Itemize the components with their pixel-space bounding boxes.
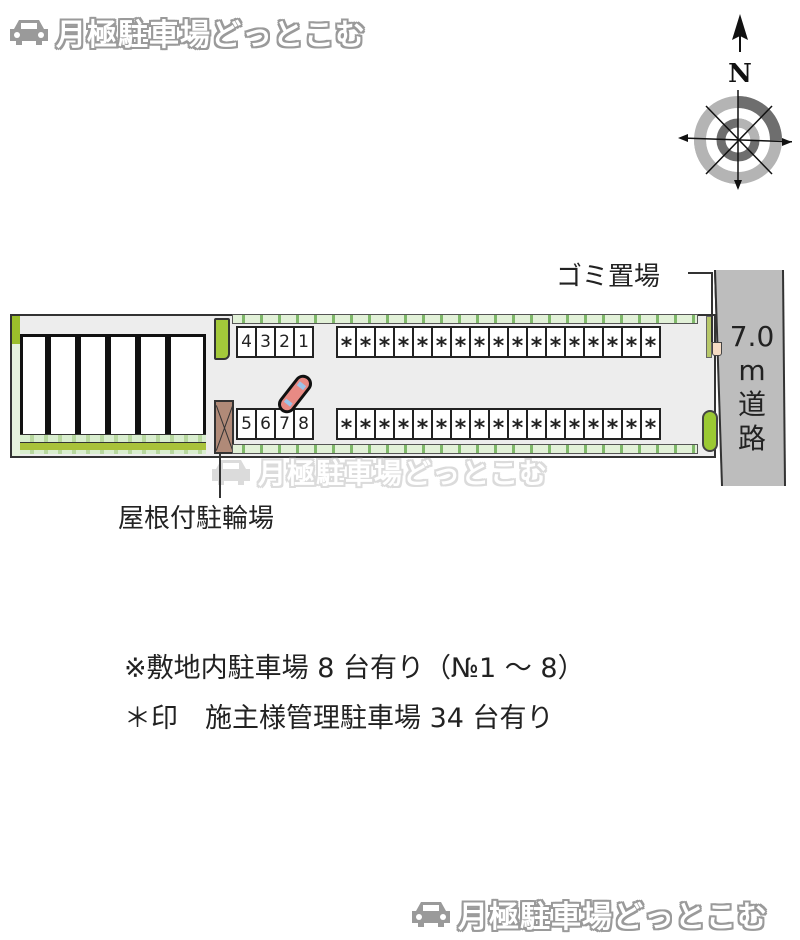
owner-stall: * [431, 408, 452, 441]
stall-row-bottom-numbered: 5 6 7 8 [236, 408, 314, 440]
planter [702, 410, 718, 452]
road-unit: m [738, 354, 766, 387]
owner-stall: * [393, 326, 414, 359]
owner-stall: * [564, 408, 585, 441]
bike-shed [214, 400, 234, 454]
road-label: 7.0 m 道 路 [724, 320, 780, 456]
garbage-box [712, 342, 722, 356]
stall-row-bottom-owner: * * * * * * * * * * * * * * * * * [336, 408, 661, 441]
hedge-row-top [232, 314, 698, 324]
unit-divider [165, 337, 171, 447]
leader-line [688, 272, 712, 274]
leader-line [219, 452, 221, 498]
parking-stall-8[interactable]: 8 [293, 408, 314, 440]
owner-stall: * [488, 326, 509, 359]
owner-stall: * [374, 326, 395, 359]
unit-divider [105, 337, 111, 447]
hedge-row-bottom [232, 444, 698, 454]
owner-stall: * [336, 408, 357, 441]
car-icon [10, 20, 48, 45]
planting-left [12, 316, 20, 344]
owner-stall: * [431, 326, 452, 359]
stall-row-top-numbered: 4 3 2 1 [236, 326, 314, 358]
unit-divider [135, 337, 141, 447]
owner-stall: * [583, 408, 604, 441]
owner-stall: * [450, 326, 471, 359]
owner-stall: * [602, 408, 623, 441]
planting-strip [20, 442, 206, 450]
owner-stall: * [393, 408, 414, 441]
parking-stall-5[interactable]: 5 [236, 408, 257, 440]
owner-stall: * [374, 408, 395, 441]
stall-row-top-owner: * * * * * * * * * * * * * * * * * [336, 326, 661, 359]
planter [214, 318, 230, 360]
owner-stall: * [526, 408, 547, 441]
parking-stall-2[interactable]: 2 [274, 326, 295, 358]
owner-stall: * [640, 326, 661, 359]
parking-stall-6[interactable]: 6 [255, 408, 276, 440]
parking-stall-4[interactable]: 4 [236, 326, 257, 358]
road-name-1: 道 [737, 388, 766, 421]
owner-stall: * [621, 408, 642, 441]
parking-notes: ※敷地内駐車場 8 台有り（№1 〜 8） ＊印 施主様管理駐車場 34 台有り [124, 644, 585, 744]
owner-stall: * [488, 408, 509, 441]
watermark-text: 月極駐車場どっとこむ [258, 457, 549, 490]
hedge-left [12, 316, 20, 456]
watermark-text: 月極駐車場どっとこむ [458, 900, 768, 935]
owner-stall: * [507, 408, 528, 441]
owner-stall: * [545, 408, 566, 441]
owner-stall: * [583, 326, 604, 359]
road [714, 270, 786, 486]
road-edge-lines [714, 270, 786, 486]
car-icon [212, 460, 250, 485]
bike-parking-label: 屋根付駐輪場 [118, 504, 275, 534]
watermark-bottom: 月極駐車場どっとこむ [410, 892, 768, 936]
owner-stall: * [355, 326, 376, 359]
garbage-area [706, 316, 722, 358]
owner-stall: * [640, 408, 661, 441]
apartment-building [20, 334, 206, 450]
road-name-2: 路 [737, 422, 766, 455]
north-label: N [728, 59, 752, 89]
note-onsite-parking: ※敷地内駐車場 8 台有り（№1 〜 8） [124, 653, 585, 684]
unit-divider [45, 337, 51, 447]
owner-stall: * [621, 326, 642, 359]
owner-stall: * [526, 326, 547, 359]
owner-stall: * [412, 408, 433, 441]
watermark-top: 月極駐車場どっとこむ [8, 10, 366, 54]
car-icon [412, 902, 450, 927]
owner-stall: * [507, 326, 528, 359]
leader-line [711, 272, 713, 342]
owner-stall: * [469, 408, 490, 441]
owner-stall: * [450, 408, 471, 441]
unit-divider [75, 337, 81, 447]
road-width: 7.0 [729, 320, 775, 353]
watermark-text: 月極駐車場どっとこむ [56, 18, 366, 53]
owner-stall: * [412, 326, 433, 359]
compass-rose-icon: N [678, 14, 792, 190]
owner-stall: * [336, 326, 357, 359]
note-owner-parking: ＊印 施主様管理駐車場 34 台有り [124, 703, 554, 734]
parking-stall-1[interactable]: 1 [293, 326, 314, 358]
owner-stall: * [602, 326, 623, 359]
owner-stall: * [545, 326, 566, 359]
garbage-area-label: ゴミ置場 [556, 262, 661, 292]
owner-stall: * [469, 326, 490, 359]
watermark-middle: 月極駐車場どっとこむ [210, 452, 548, 492]
owner-stall: * [355, 408, 376, 441]
parking-stall-3[interactable]: 3 [255, 326, 276, 358]
owner-stall: * [564, 326, 585, 359]
